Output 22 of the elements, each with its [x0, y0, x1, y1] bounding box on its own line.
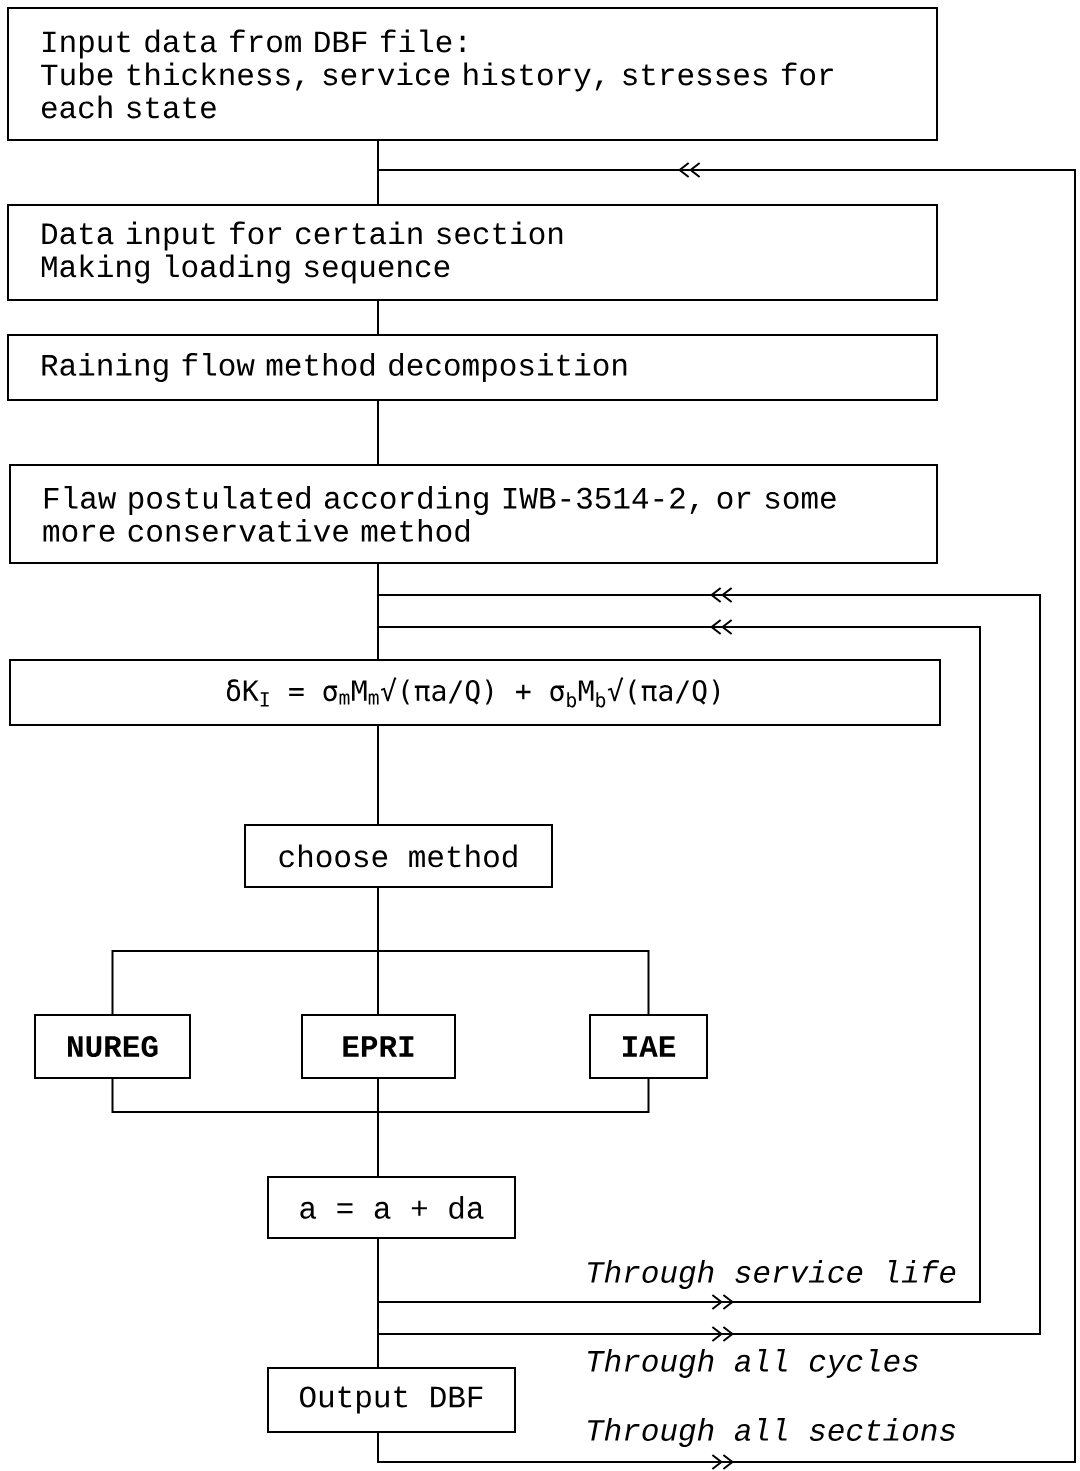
connector-line	[377, 587, 1041, 1342]
method-box: EPRI	[301, 1014, 456, 1079]
connector-line	[377, 162, 1076, 1470]
connector-line	[377, 887, 650, 1015]
process-box: Input data from DBF file: Tube thickness, service history, stresses for each state	[7, 7, 938, 141]
process-box: Output DBF	[267, 1367, 516, 1433]
process-box: a = a + da	[267, 1176, 516, 1239]
connector-line	[377, 725, 379, 825]
process-box: choose method	[244, 824, 553, 888]
method-box: NUREG	[34, 1014, 191, 1079]
edge-label: Through all sections	[588, 1418, 955, 1447]
connector-line	[377, 1078, 650, 1177]
connector-line	[377, 619, 981, 1310]
connector-line	[377, 400, 379, 465]
connector-line	[377, 300, 379, 335]
formula-box: δK$_{I}$ = σ$_{m}$M$_{m}$√(πa/Q) + σ$_{b}$M$_{b}$√(πa/Q)	[9, 659, 941, 726]
process-box: Raining flow method decomposition	[7, 334, 938, 401]
process-box: Flaw postulated according IWB-3514-2, or some more conservative method	[9, 464, 938, 564]
edge-label: Through all cycles	[588, 1349, 918, 1378]
method-box: IAE	[589, 1014, 708, 1079]
edge-label: Through service life	[588, 1260, 956, 1289]
process-box: Data input for certain section Making loading sequence	[7, 204, 938, 301]
